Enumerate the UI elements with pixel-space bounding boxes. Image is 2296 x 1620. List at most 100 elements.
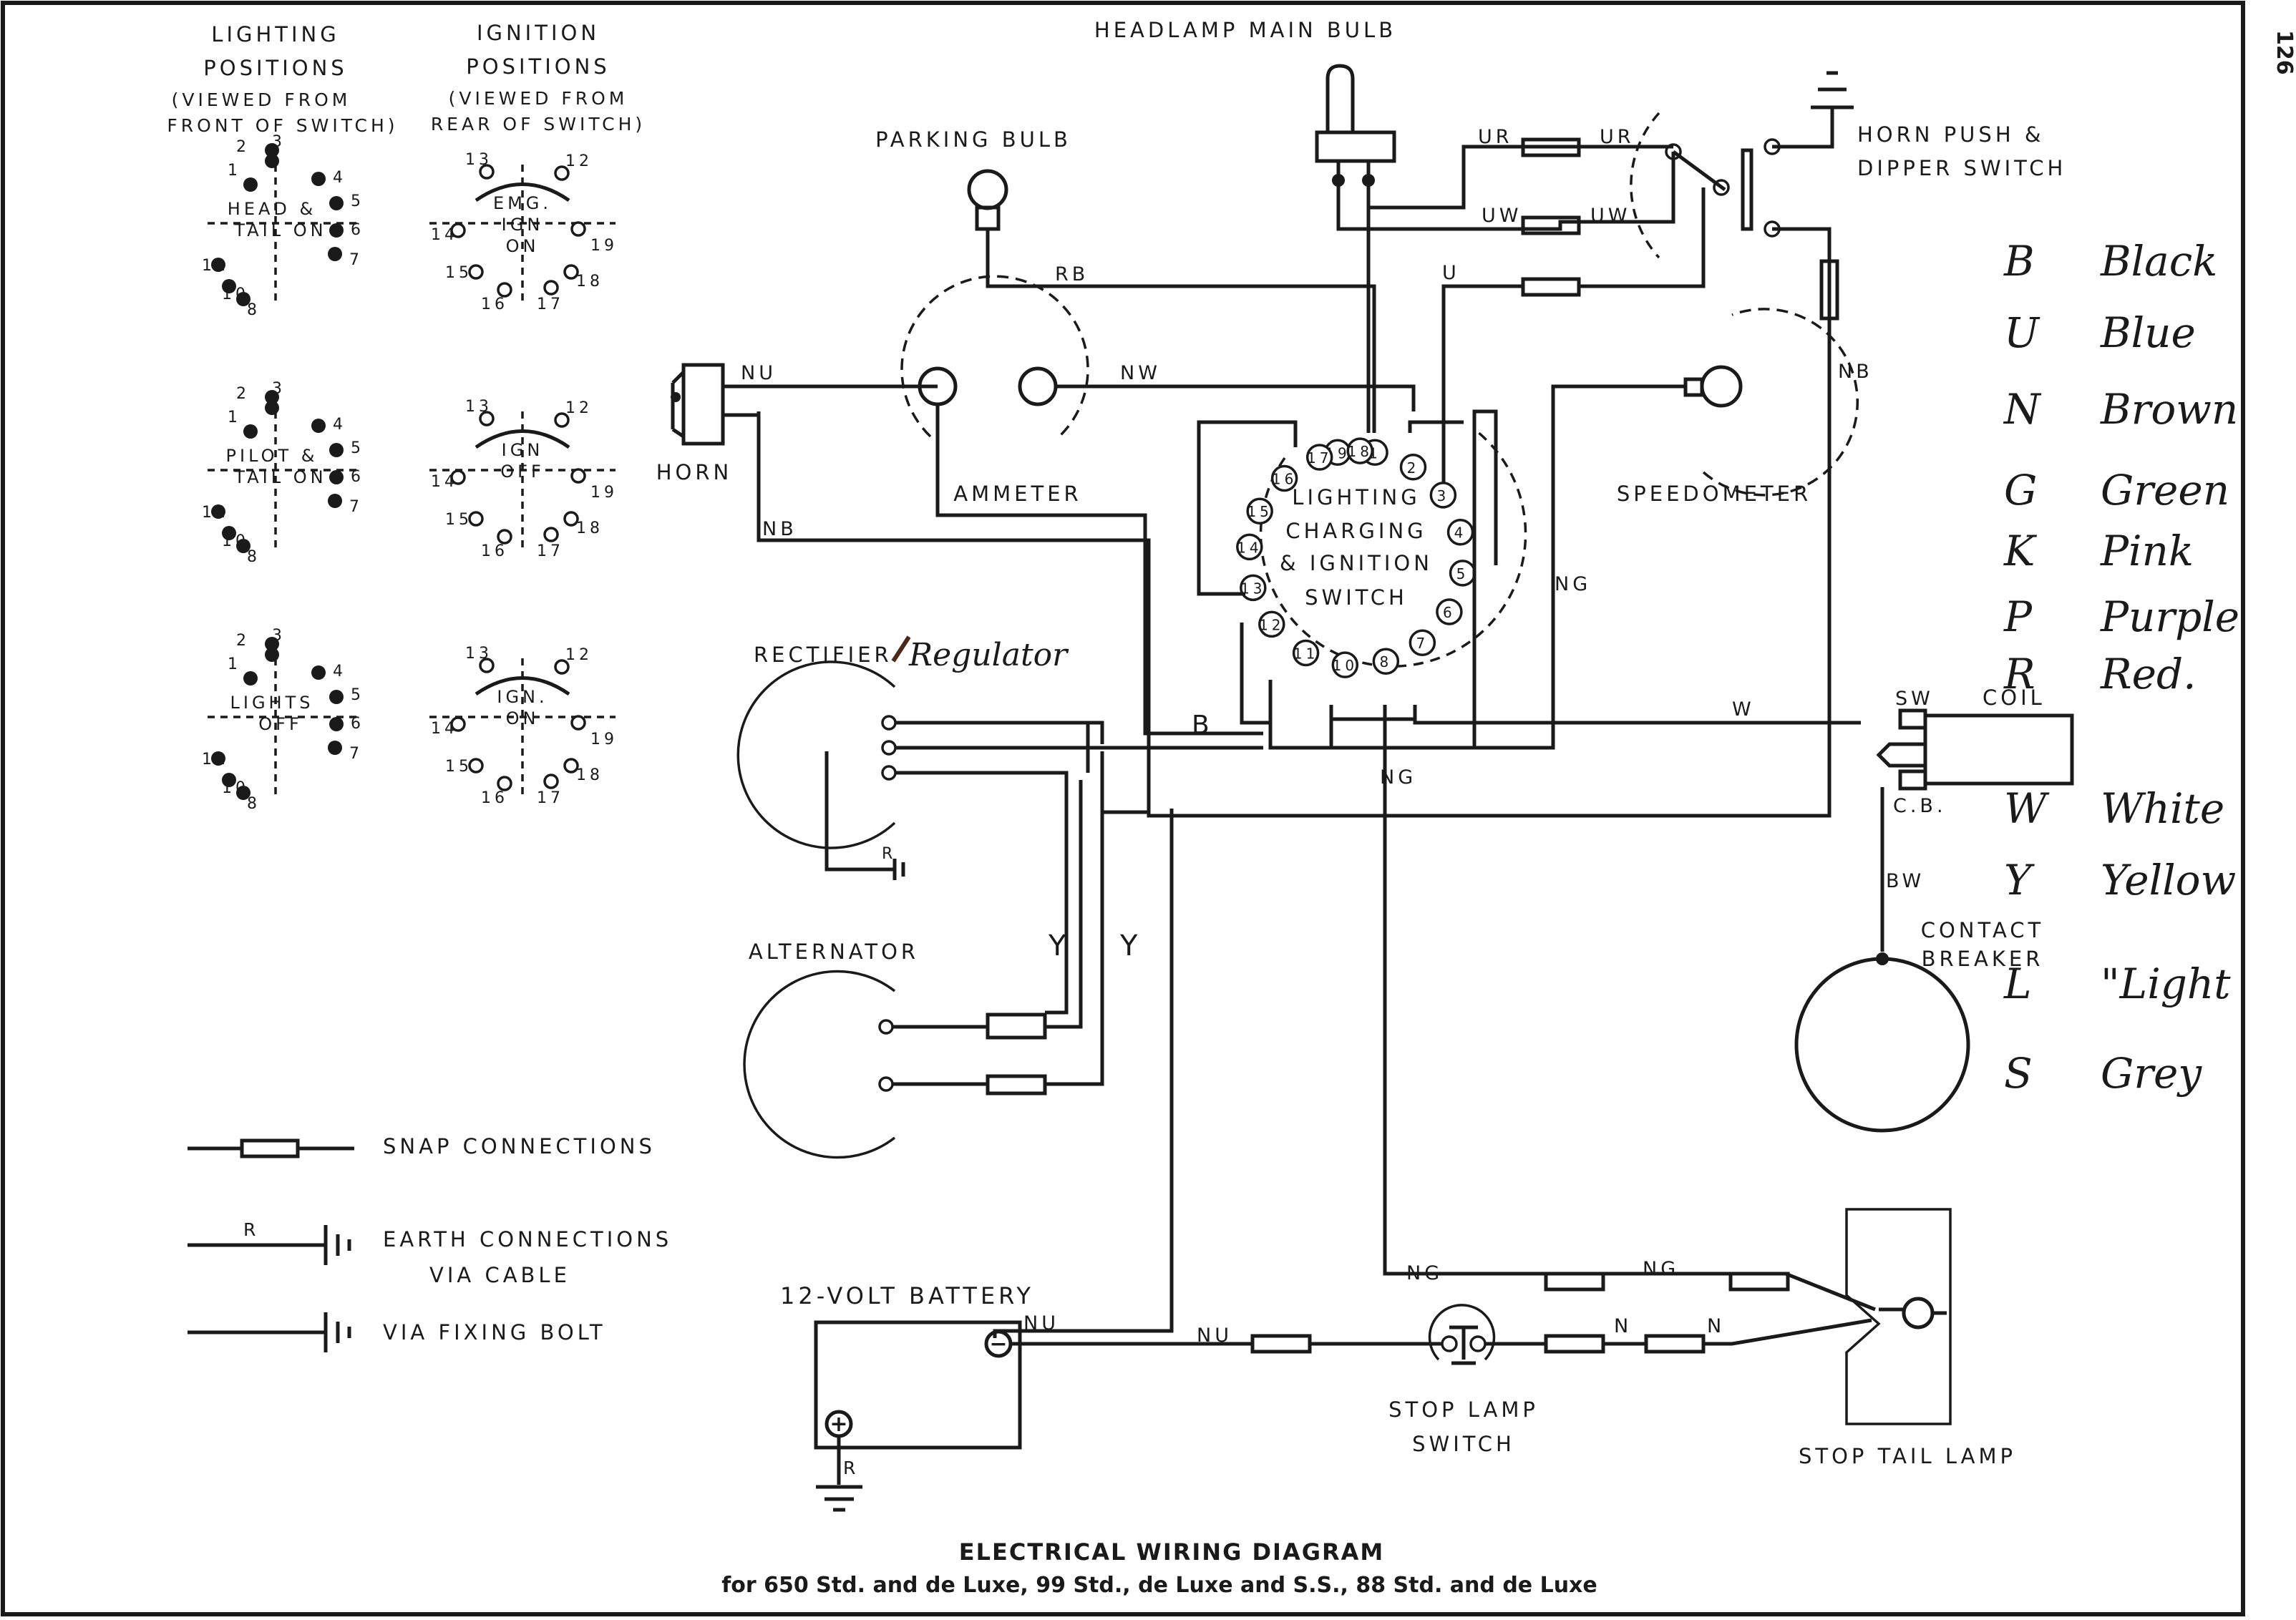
switch-terminal-number: 2 (1407, 459, 1420, 477)
switch-terminal (1399, 454, 1427, 481)
wire-nb-horn (723, 413, 761, 540)
switch-pin (243, 671, 258, 685)
pin-number: 11 (202, 257, 229, 275)
svg-text:SNAP CONNECTIONS: SNAP CONNECTIONS (383, 1134, 656, 1158)
svg-text:C.B.: C.B. (1893, 795, 1947, 817)
rectifier-handwritten-label: Regulator (908, 637, 1069, 673)
wire-y-2b (1045, 751, 1104, 1086)
lighting-position-label: TAIL ON (233, 467, 326, 487)
switch-pin (497, 529, 512, 545)
lighting-position-label: LIGHTS (230, 693, 314, 713)
color-key-code: K (2003, 527, 2038, 575)
pin-number: 8 (247, 301, 261, 319)
switch-pin (543, 774, 559, 789)
switch-terminal (1246, 497, 1273, 524)
wire-y-2 (896, 721, 1090, 773)
switch-pin (450, 223, 466, 238)
headlamp-label: HEADLAMP MAIN BULB (1094, 18, 1396, 42)
color-key-name: Grey (2101, 1049, 2202, 1098)
ignition-position-label: OFF (500, 462, 545, 482)
pin-number: 6 (351, 221, 364, 239)
wire-label-ng: NG (1406, 1262, 1443, 1284)
switch-terminal (1258, 610, 1285, 638)
ignition-position-label: IGN (502, 440, 544, 460)
svg-text:LIGHTING: LIGHTING (1292, 485, 1420, 509)
switch-terminal-number: 6 (1443, 604, 1456, 621)
switch-pin (329, 690, 344, 704)
switch-terminal (1270, 464, 1298, 492)
pin-number: 16 (481, 296, 508, 313)
switch-pin (570, 715, 586, 731)
wire-label-b: B (1192, 711, 1213, 740)
legend: SNAP CONNECTIONS R EARTH CONNECTIONS VIA… (188, 1134, 668, 1352)
pin-number: 10 (222, 779, 249, 797)
pin-number: 5 (351, 439, 364, 457)
wire-label-w: W (1732, 698, 1755, 721)
speedometer-label: SPEEDOMETER (1617, 482, 1811, 506)
pin-number: 1 (228, 409, 241, 426)
switch-pin (311, 172, 326, 186)
wire-label-ng: NG (1380, 766, 1416, 789)
wire-switch-loop (1197, 420, 1298, 596)
wire-label-uw: UW (1590, 205, 1630, 227)
switch-terminal (1372, 648, 1400, 675)
color-key-name: Yellow (2101, 856, 2236, 904)
pin-number: 4 (333, 663, 346, 680)
pin-number: 18 (576, 273, 603, 291)
switch-pin (563, 511, 579, 527)
caption-subtitle: for 650 Std. and de Luxe, 99 Std., de Lu… (721, 1573, 1597, 1598)
pin-number: 11 (202, 504, 229, 522)
horn-icon (671, 363, 725, 446)
pin-number: 3 (272, 380, 286, 398)
pin-number: 19 (590, 731, 618, 748)
switch-pin (554, 659, 570, 675)
ignition-position-label: EMG. (493, 193, 552, 213)
svg-text:STOP TAIL LAMP: STOP TAIL LAMP (1799, 1444, 2016, 1468)
switch-pin (222, 526, 236, 540)
switch-pin (222, 773, 236, 787)
pin-number: 14 (431, 473, 458, 491)
switch-terminal (1331, 651, 1359, 678)
wire-label-nu: NU (1197, 1324, 1232, 1347)
switch-terminal (1429, 482, 1457, 509)
svg-text:BREAKER: BREAKER (1922, 947, 2044, 971)
wire-label-nu: NU (1023, 1312, 1059, 1334)
switch-pin (222, 279, 236, 293)
svg-text:VIA FIXING BOLT: VIA FIXING BOLT (383, 1320, 606, 1345)
svg-text:(VIEWED FROM: (VIEWED FROM (449, 88, 628, 109)
pin-number: 3 (272, 133, 286, 151)
wire-switch-internal (1240, 409, 1498, 750)
switch-pin (265, 648, 279, 662)
pin-number: 18 (576, 766, 603, 784)
ammeter-label: AMMETER (953, 482, 1081, 506)
switch-pin (468, 511, 484, 527)
color-key-code: R (2003, 650, 2035, 698)
wire-label-ur: UR (1600, 126, 1635, 148)
switch-pin (265, 390, 279, 404)
wire-ng-speedo (1474, 384, 1685, 750)
ignition-position-label: IGN (502, 215, 544, 235)
pin-number: 15 (445, 264, 472, 282)
pin-number: 4 (333, 169, 346, 187)
wire-nu-battery (993, 809, 1174, 1338)
svg-text:VIA CABLE: VIA CABLE (429, 1263, 570, 1287)
ignition-position-label: IGN. (497, 687, 548, 707)
wire-ng-tail (1383, 816, 1545, 1276)
pin-number: 8 (247, 795, 261, 813)
pin-number: 6 (351, 468, 364, 486)
switch-pin (468, 264, 484, 280)
switch-pin (329, 443, 344, 457)
switch-pin (329, 196, 344, 210)
color-key-name: Red. (2100, 650, 2197, 698)
switch-pin (328, 741, 342, 755)
svg-text:COIL: COIL (1983, 685, 2046, 710)
switch-pin (497, 282, 512, 298)
wire-label-ng: NG (1555, 573, 1591, 595)
switch-terminal (1240, 574, 1267, 602)
svg-text:−: − (989, 1332, 1007, 1357)
